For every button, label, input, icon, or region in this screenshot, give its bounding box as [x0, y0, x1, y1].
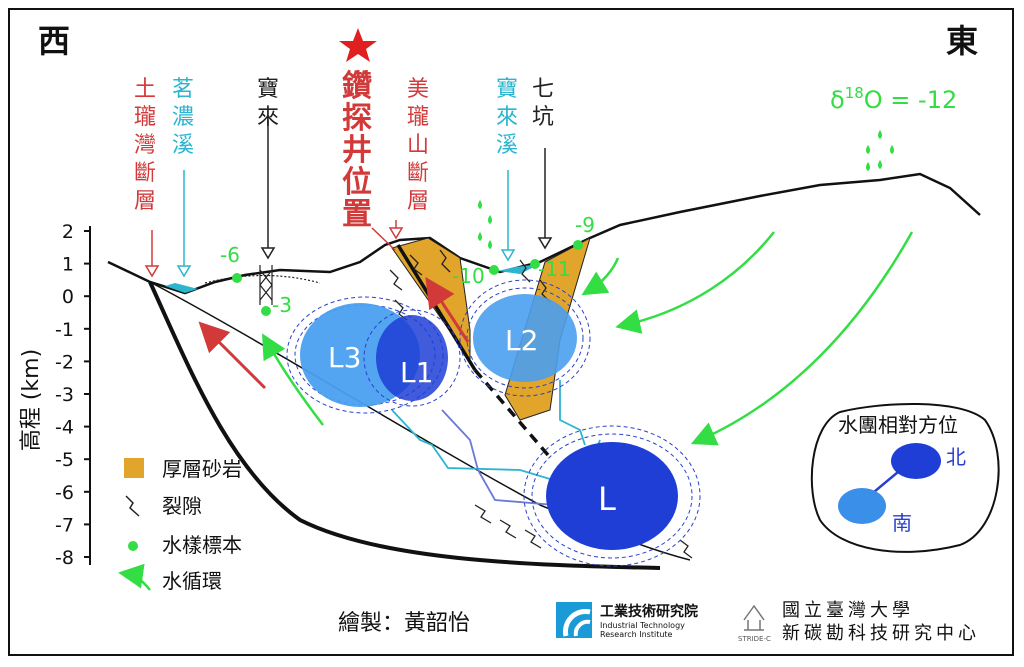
drill-star-icon: [339, 28, 377, 62]
orientation-title: 水團相對方位: [838, 413, 958, 437]
sample-point-1: [232, 273, 242, 283]
sample-value-5: -9: [575, 213, 595, 237]
legend-sandstone-swatch: [124, 458, 144, 478]
y-tick-label: -4: [55, 417, 74, 439]
legend-cycle-label: 水循環: [162, 569, 222, 593]
east-label: 東: [946, 22, 978, 60]
sample-value-2: -3: [272, 293, 292, 317]
delta-suffix: O = -12: [864, 86, 957, 114]
basement-line: [148, 281, 661, 570]
sample-point-5: [573, 240, 583, 250]
orientation-box: 水團相對方位 北 南: [810, 402, 1000, 553]
reservoir-L-group: L: [523, 425, 701, 567]
y-tick-label: 0: [62, 286, 74, 308]
y-tick-label: -3: [55, 384, 74, 406]
itri-logo: 工業技術研究院 Industrial Technology Research I…: [556, 602, 698, 639]
y-tick-label: 1: [62, 254, 74, 276]
cycle-arrow-3: [690, 231, 914, 446]
reservoir-L2-group: L2: [459, 279, 591, 397]
legend-cycle-icon: [118, 563, 151, 591]
red-flow-arrow-1: [198, 321, 267, 390]
sample-value-3: -10: [452, 264, 485, 288]
fractures: [389, 249, 693, 559]
reservoir-L1-label: L1: [400, 356, 433, 389]
y-tick-label: -7: [55, 514, 74, 536]
itri-name: 工業技術研究院: [600, 603, 698, 620]
y-tick-label: 2: [62, 221, 74, 243]
orientation-south-label: 南: [892, 511, 912, 535]
y-axis: 2 1 0 -1 -2 -3 -4 -5 -6 -7 -8 高程 (km): [19, 221, 91, 569]
top-label-minnong: 茗濃溪: [172, 77, 194, 158]
orientation-south-blob: [838, 488, 886, 524]
reservoir-L1-group: L1: [363, 309, 461, 407]
sample-point-2: [261, 306, 271, 316]
top-label-tulong: 土瓏灣斷層: [134, 77, 156, 214]
legend-sandstone-label: 厚層砂岩: [162, 457, 242, 481]
sample-point-3: [489, 265, 499, 275]
reservoir-L3-label: L3: [328, 341, 361, 374]
label-pointer-arrows: [144, 120, 553, 278]
reservoir-L2-label: L2: [505, 324, 538, 357]
itri-en-line1: Industrial Technology: [600, 621, 685, 630]
delta-superscript: 18: [845, 84, 864, 102]
orientation-north-blob: [891, 443, 941, 479]
y-tick-label: -5: [55, 449, 74, 471]
rain-drops-middle: [478, 200, 492, 249]
reservoir-L: [546, 442, 678, 550]
meilong-fault-dashed: [473, 368, 550, 457]
y-tick-label: -8: [55, 547, 74, 569]
top-label-qikeng: 七坑: [532, 77, 554, 130]
baolai-well: [204, 265, 321, 305]
sample-values: -6 -3 -10 -11 -9: [220, 213, 595, 317]
sample-value-1: -6: [220, 243, 240, 267]
river-baolaixi: [498, 264, 540, 274]
legend-fracture-icon: [125, 495, 140, 517]
drill-site-label: 鑽探井位置: [342, 69, 372, 232]
top-label-meilong: 美瓏山斷層: [407, 77, 429, 214]
legend-sample-label: 水樣標本: [162, 533, 242, 557]
y-tick-label: -1: [55, 319, 74, 341]
sample-value-4: -11: [538, 257, 571, 281]
ntu-logo: STRIDE-C 國立臺灣大學 新碳勘科技研究中心: [738, 600, 980, 644]
y-tick-label: -6: [55, 482, 74, 504]
cycle-arrow-2: [615, 231, 775, 334]
delta-label: δ18O = -12: [830, 84, 957, 114]
ntu-line2: 新碳勘科技研究中心: [782, 623, 980, 644]
top-label-baolai: 寶來: [257, 77, 279, 130]
credit-text: 繪製：黃韶怡: [338, 611, 470, 636]
itri-en-line2: Research Institute: [600, 630, 673, 639]
legend-fracture-label: 裂隙: [162, 494, 202, 518]
west-label: 西: [38, 22, 70, 60]
sample-points: [232, 240, 583, 316]
cycle-arrow-4: [581, 257, 620, 296]
delta-prefix: δ: [830, 86, 845, 114]
river-minnong: [165, 283, 198, 293]
drill-site-label-text: 鑽探井位置: [342, 69, 372, 232]
reservoir-L1: [376, 315, 448, 401]
cycle-arrow-1: [262, 333, 324, 426]
sample-point-4: [530, 259, 540, 269]
top-label-baolaixi: 寶來溪: [496, 77, 518, 158]
diagram-frame: [8, 8, 1014, 656]
y-tick-label: -2: [55, 351, 74, 373]
legend: 厚層砂岩 裂隙 水樣標本 水循環: [118, 457, 242, 593]
y-axis-label: 高程 (km): [19, 349, 44, 451]
legend-sample-icon: [128, 541, 138, 551]
ntu-logo-text: STRIDE-C: [738, 635, 771, 643]
red-flow-arrow-2: [425, 276, 470, 343]
ntu-line1: 國立臺灣大學: [782, 600, 914, 621]
water-cycle-arrows: [262, 231, 914, 446]
reservoir-L2: [473, 294, 577, 382]
reservoir-L-label: L: [598, 480, 616, 518]
orientation-north-label: 北: [946, 445, 966, 469]
rain-drops-east: [866, 130, 894, 171]
y-axis-ticks: 2 1 0 -1 -2 -3 -4 -5 -6 -7 -8: [55, 221, 90, 569]
